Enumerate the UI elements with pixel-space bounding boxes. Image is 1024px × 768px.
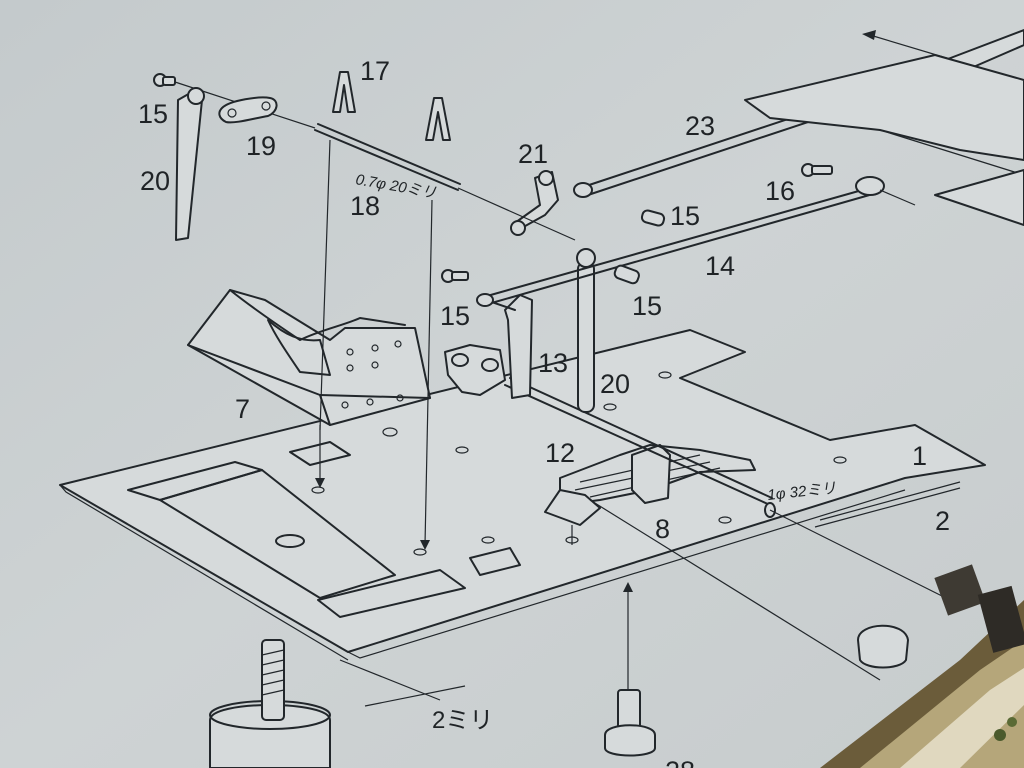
part-15-pin-14 xyxy=(613,264,640,285)
label-2-spec: 2ミリ xyxy=(432,707,493,734)
part-15-bolt-13 xyxy=(441,269,469,283)
part-12-shaft xyxy=(504,377,951,601)
leader-lines xyxy=(319,139,881,707)
label-21: 21 xyxy=(518,139,548,169)
part-7-saddle-bracket xyxy=(187,289,431,488)
label-8: 8 xyxy=(655,514,670,544)
part-19-clevis xyxy=(218,96,278,124)
label-15-left: 15 xyxy=(138,99,168,129)
label-14: 14 xyxy=(705,251,735,281)
bottom-right-knob xyxy=(857,624,909,669)
label-2: 2 xyxy=(935,506,950,536)
bottom-post xyxy=(209,639,331,768)
part-16-bolt xyxy=(801,163,833,177)
label-12: 12 xyxy=(545,438,575,468)
label-16: 16 xyxy=(765,176,795,206)
part-15-pin-21 xyxy=(640,209,666,227)
base-plate xyxy=(59,329,986,661)
label-18: 18 xyxy=(350,191,380,221)
label-20-left: 20 xyxy=(140,166,170,196)
label-23: 23 xyxy=(685,111,715,141)
hinge-block xyxy=(444,344,506,396)
part-21-bellcrank xyxy=(510,170,559,236)
bottom-screw xyxy=(604,689,656,757)
label-17: 17 xyxy=(360,56,390,86)
label-1: 1 xyxy=(912,441,927,471)
label-15-bolt13: 15 xyxy=(440,301,470,331)
part-20-rod-right xyxy=(576,248,596,413)
label-13: 13 xyxy=(538,348,568,378)
label-20-right: 20 xyxy=(600,369,630,399)
part-14-link-rod xyxy=(476,176,916,307)
label-19: 19 xyxy=(246,131,276,161)
part-20-rod-left xyxy=(175,87,205,241)
part-8-leaf-spring xyxy=(544,444,756,545)
part-17-clips xyxy=(332,71,451,141)
model-part-photo xyxy=(820,564,1024,768)
part-15-bolt-left xyxy=(153,73,176,87)
upper-panel xyxy=(744,54,1024,226)
label-15-pin14: 15 xyxy=(632,291,662,321)
label-28: 28 xyxy=(665,756,695,768)
label-7: 7 xyxy=(235,394,250,424)
label-15-pin21: 15 xyxy=(670,201,700,231)
